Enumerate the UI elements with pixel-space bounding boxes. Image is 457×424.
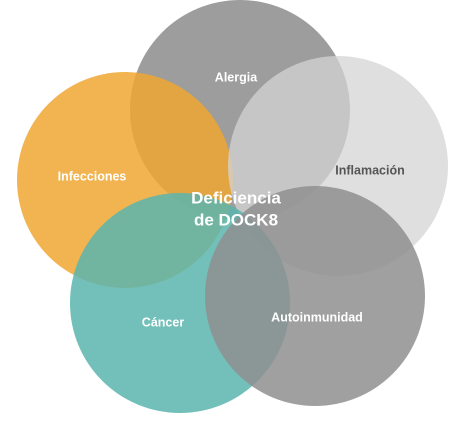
center-title-line2: de DOCK8 xyxy=(194,210,278,229)
center-title-line1: Deficiencia xyxy=(191,188,281,207)
circle-autoinmunidad-label: Autoinmunidad xyxy=(271,310,363,324)
circle-cancer-label: Cáncer xyxy=(142,315,185,329)
circle-autoinmunidad-shape xyxy=(205,186,425,406)
center-title: Deficiencia de DOCK8 xyxy=(191,188,281,229)
circle-alergia-label: Alergia xyxy=(215,70,258,84)
circle-inflamacion-label: Inflamación xyxy=(335,163,404,177)
circle-infecciones-label: Infecciones xyxy=(58,169,127,183)
circle-autoinmunidad: Autoinmunidad xyxy=(205,186,425,406)
